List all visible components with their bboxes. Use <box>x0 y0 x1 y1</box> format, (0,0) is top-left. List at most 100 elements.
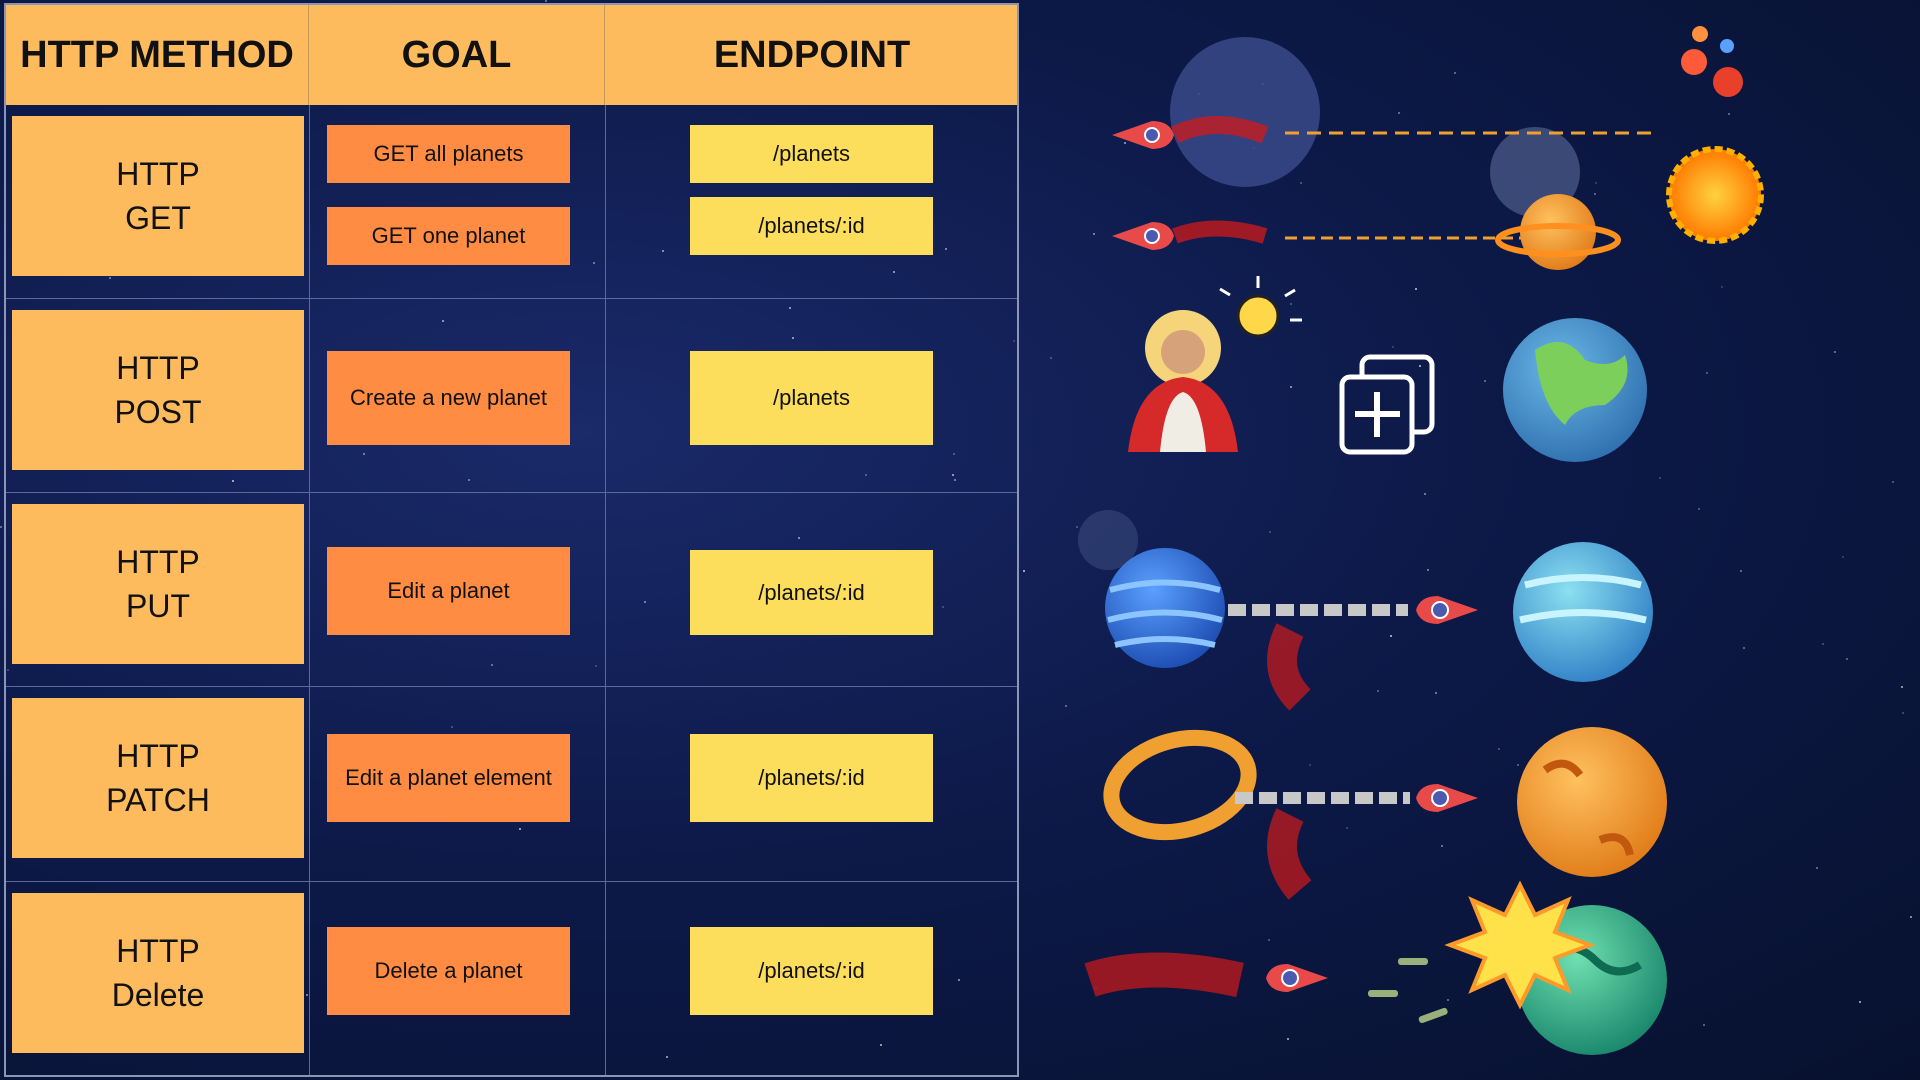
rocket-icon <box>1112 121 1174 149</box>
star <box>1705 372 1708 375</box>
star <box>1287 1037 1290 1040</box>
star <box>1816 866 1819 869</box>
rocket-icon <box>1416 596 1478 624</box>
star <box>1093 232 1096 235</box>
star <box>1397 111 1400 114</box>
endpoint-get-all: /planets <box>690 125 933 183</box>
star <box>1859 1001 1862 1003</box>
illustration-panel <box>1078 26 1764 1055</box>
star <box>1075 526 1078 529</box>
planet-icon <box>1720 39 1734 53</box>
method-post: HTTP POST <box>12 310 304 470</box>
star <box>305 993 308 996</box>
star <box>1483 379 1486 382</box>
star <box>7 669 10 672</box>
header-endpoint: ENDPOINT <box>713 33 911 76</box>
star <box>468 478 471 481</box>
star <box>1434 691 1437 694</box>
star <box>892 271 895 274</box>
blue-planet-icon <box>1105 548 1225 668</box>
explosion-icon <box>1444 880 1596 1010</box>
star <box>1658 476 1661 479</box>
star <box>1517 764 1520 767</box>
star <box>1833 350 1836 353</box>
star <box>1821 643 1824 646</box>
sun-icon <box>1666 146 1764 244</box>
star <box>1739 570 1742 573</box>
star <box>231 479 234 482</box>
star <box>1289 303 1292 306</box>
row-divider <box>6 298 1017 299</box>
star <box>1013 340 1016 343</box>
planet-icon <box>1078 510 1138 570</box>
add-copy-icon <box>1339 354 1435 455</box>
row-divider <box>6 492 1017 493</box>
star <box>941 605 944 608</box>
star <box>490 664 493 667</box>
star <box>880 1044 883 1047</box>
star <box>1900 685 1903 688</box>
star <box>953 452 956 455</box>
method-get: HTTP GET <box>12 116 304 276</box>
rocket-icon <box>1112 222 1174 250</box>
star <box>1594 182 1597 185</box>
figure-illustration <box>1128 310 1238 452</box>
star <box>0 526 3 529</box>
earth-planet-icon <box>1503 318 1647 462</box>
ring-icon <box>1103 729 1257 841</box>
star <box>1910 916 1913 919</box>
star <box>593 262 596 265</box>
method-patch: HTTP PATCH <box>12 698 304 858</box>
star <box>1022 570 1025 573</box>
star <box>644 600 647 603</box>
star <box>451 725 454 728</box>
goal-put: Edit a planet <box>327 547 570 635</box>
endpoint-get-one: /planets/:id <box>690 197 933 255</box>
goal-post: Create a new planet <box>327 351 570 445</box>
star <box>1423 492 1426 495</box>
star <box>1415 288 1418 291</box>
http-methods-table: HTTP METHOD GOAL ENDPOINT HTTP GET GET a… <box>4 3 1019 1077</box>
star <box>1308 763 1311 766</box>
row-divider <box>6 686 1017 687</box>
goal-get-all: GET all planets <box>327 125 570 183</box>
planet-icon <box>1170 37 1320 187</box>
star <box>1594 192 1597 195</box>
goal-patch: Edit a planet element <box>327 734 570 822</box>
method-put: HTTP PUT <box>12 504 304 664</box>
goal-get-one: GET one planet <box>327 207 570 265</box>
star <box>1728 113 1731 116</box>
star <box>1702 1023 1705 1026</box>
star <box>1267 939 1270 942</box>
star <box>1426 569 1429 572</box>
planet-icon <box>1692 26 1708 42</box>
star <box>363 452 366 455</box>
star <box>1376 690 1379 693</box>
star <box>792 337 795 340</box>
star <box>798 537 801 540</box>
star <box>519 827 522 830</box>
star <box>1299 182 1302 185</box>
star <box>442 319 445 322</box>
star <box>1418 364 1421 367</box>
planet-icon <box>1713 67 1743 97</box>
star <box>1901 711 1904 714</box>
method-delete: HTTP Delete <box>12 893 304 1053</box>
star <box>1065 704 1068 707</box>
star <box>1345 827 1348 830</box>
star <box>788 307 791 310</box>
star <box>1447 998 1450 1001</box>
star <box>954 478 957 481</box>
rocket-icon <box>1416 784 1478 812</box>
star <box>1720 285 1723 288</box>
header-goal: GOAL <box>309 5 605 105</box>
star <box>109 277 111 280</box>
column-divider <box>605 105 606 1075</box>
star <box>1453 72 1456 74</box>
star <box>665 1055 668 1058</box>
row-divider <box>6 881 1017 882</box>
saturn-icon <box>1495 194 1621 270</box>
star <box>544 0 547 3</box>
star <box>944 248 947 251</box>
star <box>594 664 597 667</box>
